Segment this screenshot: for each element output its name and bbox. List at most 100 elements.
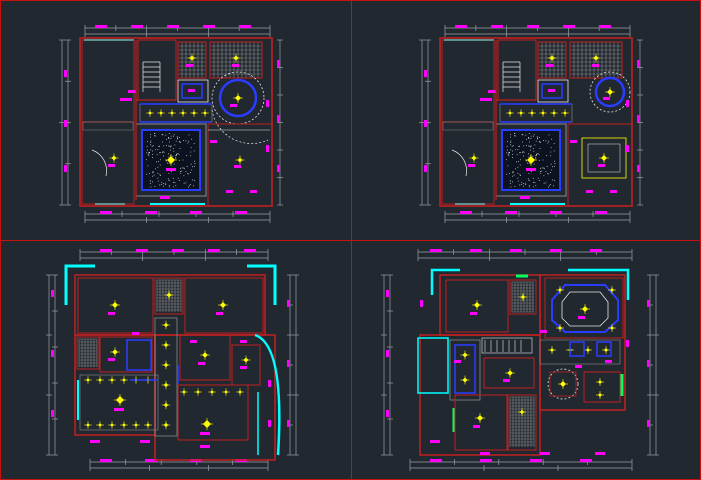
- annotation-tag: [510, 249, 522, 252]
- annotation-tag: [132, 332, 139, 335]
- annotation-tag: [51, 410, 54, 417]
- stair-wall: [137, 39, 177, 101]
- annotation-tag: [226, 190, 233, 193]
- annotation-tag: [140, 440, 150, 443]
- tile-grid: [509, 396, 535, 447]
- annotation-tag: [637, 60, 640, 67]
- annotation-tag: [208, 249, 220, 252]
- stair-wall: [509, 279, 537, 315]
- annotation-tag: [610, 190, 617, 193]
- annotation-tag: [563, 25, 575, 28]
- annotation-tag: [198, 362, 205, 365]
- corridor-box: [177, 79, 209, 103]
- lower-room: [79, 374, 159, 431]
- annotation-tag: [186, 64, 193, 67]
- stair-landing: [481, 337, 533, 354]
- annotation-tag: [470, 249, 482, 252]
- annotation-tag: [424, 70, 427, 77]
- annotation-tag: [480, 98, 492, 101]
- room-wall: [99, 336, 153, 373]
- annotation-tag: [520, 196, 530, 199]
- annotation-tag: [277, 60, 280, 67]
- annotation-tag: [64, 165, 67, 172]
- bathroom-wall: [569, 41, 623, 79]
- annotation-tag: [64, 70, 67, 77]
- annotation-tag: [51, 350, 54, 357]
- annotation-tag: [550, 211, 562, 214]
- annotation-tag: [505, 211, 517, 214]
- beam: [442, 121, 494, 131]
- annotation-tag: [578, 316, 585, 319]
- room-wall: [184, 277, 264, 334]
- annotation-tag: [527, 25, 539, 28]
- annotation-tag: [503, 379, 510, 382]
- room-wall: [81, 39, 135, 123]
- annotation-tag: [240, 340, 247, 343]
- room-wall: [77, 277, 154, 334]
- annotation-tag: [598, 164, 605, 167]
- annotation-tag: [580, 459, 592, 462]
- bath-wall: [507, 394, 537, 451]
- annotation-tag: [90, 440, 100, 443]
- annotation-tag: [570, 140, 577, 143]
- annotation-tag: [203, 25, 215, 28]
- tile-grid: [78, 338, 98, 367]
- room-wall: [177, 384, 249, 441]
- stair-wall: [154, 277, 184, 315]
- annotation-tag: [190, 340, 197, 343]
- balcony-right: [568, 268, 630, 300]
- exterior-wall: [74, 274, 266, 336]
- annotation-tag: [424, 165, 427, 172]
- annotation-tag: [136, 249, 148, 252]
- annotation-tag: [266, 145, 269, 152]
- annotation-tag: [266, 100, 269, 107]
- exterior-wall: [439, 274, 541, 336]
- annotation-tag: [480, 459, 492, 462]
- annotation-tag: [626, 100, 629, 107]
- room-wall: [81, 121, 135, 205]
- annotation-tag: [592, 64, 599, 67]
- annotation-tag: [473, 425, 480, 428]
- annotation-tag: [470, 312, 477, 315]
- annotation-tag: [166, 168, 176, 171]
- annotation-tag: [603, 97, 610, 100]
- annotation-tag: [287, 360, 290, 367]
- annotation-tag: [131, 25, 143, 28]
- annotation-tag: [595, 211, 607, 214]
- corridor: [154, 317, 178, 437]
- tile-grid: [156, 279, 182, 312]
- exterior-wall: [79, 37, 273, 207]
- room-wall: [445, 279, 509, 333]
- annotation-tag: [647, 360, 650, 367]
- balcony-left: [430, 268, 460, 295]
- dining-strip: [539, 339, 621, 365]
- annotation-tag: [626, 145, 629, 152]
- annotation-tag: [386, 350, 389, 357]
- bath-wall: [76, 336, 100, 370]
- annotation-tag: [235, 211, 247, 214]
- room-wall: [441, 121, 495, 205]
- annotation-tag: [287, 420, 290, 427]
- annotation-tag: [455, 25, 467, 28]
- pendant-frame: [569, 341, 585, 357]
- annotation-tag: [430, 459, 442, 462]
- annotation-tag: [287, 300, 290, 307]
- annotation-tag: [637, 115, 640, 122]
- annotation-tag: [454, 360, 461, 363]
- corridor-box: [537, 79, 569, 103]
- annotation-tag: [488, 90, 496, 93]
- corridor-ceiling: [541, 83, 563, 99]
- annotation-tag: [167, 25, 179, 28]
- annotation-tag: [190, 211, 202, 214]
- speckle-fill: [146, 133, 196, 188]
- annotation-tag: [595, 452, 605, 455]
- annotation-tag: [430, 249, 442, 252]
- lighting-plan-left: [46, 249, 299, 471]
- corridor-ceiling: [181, 83, 203, 99]
- annotation-tag: [64, 120, 67, 127]
- beam: [82, 121, 134, 131]
- annotation-tag: [530, 459, 542, 462]
- room-wall: [231, 344, 261, 386]
